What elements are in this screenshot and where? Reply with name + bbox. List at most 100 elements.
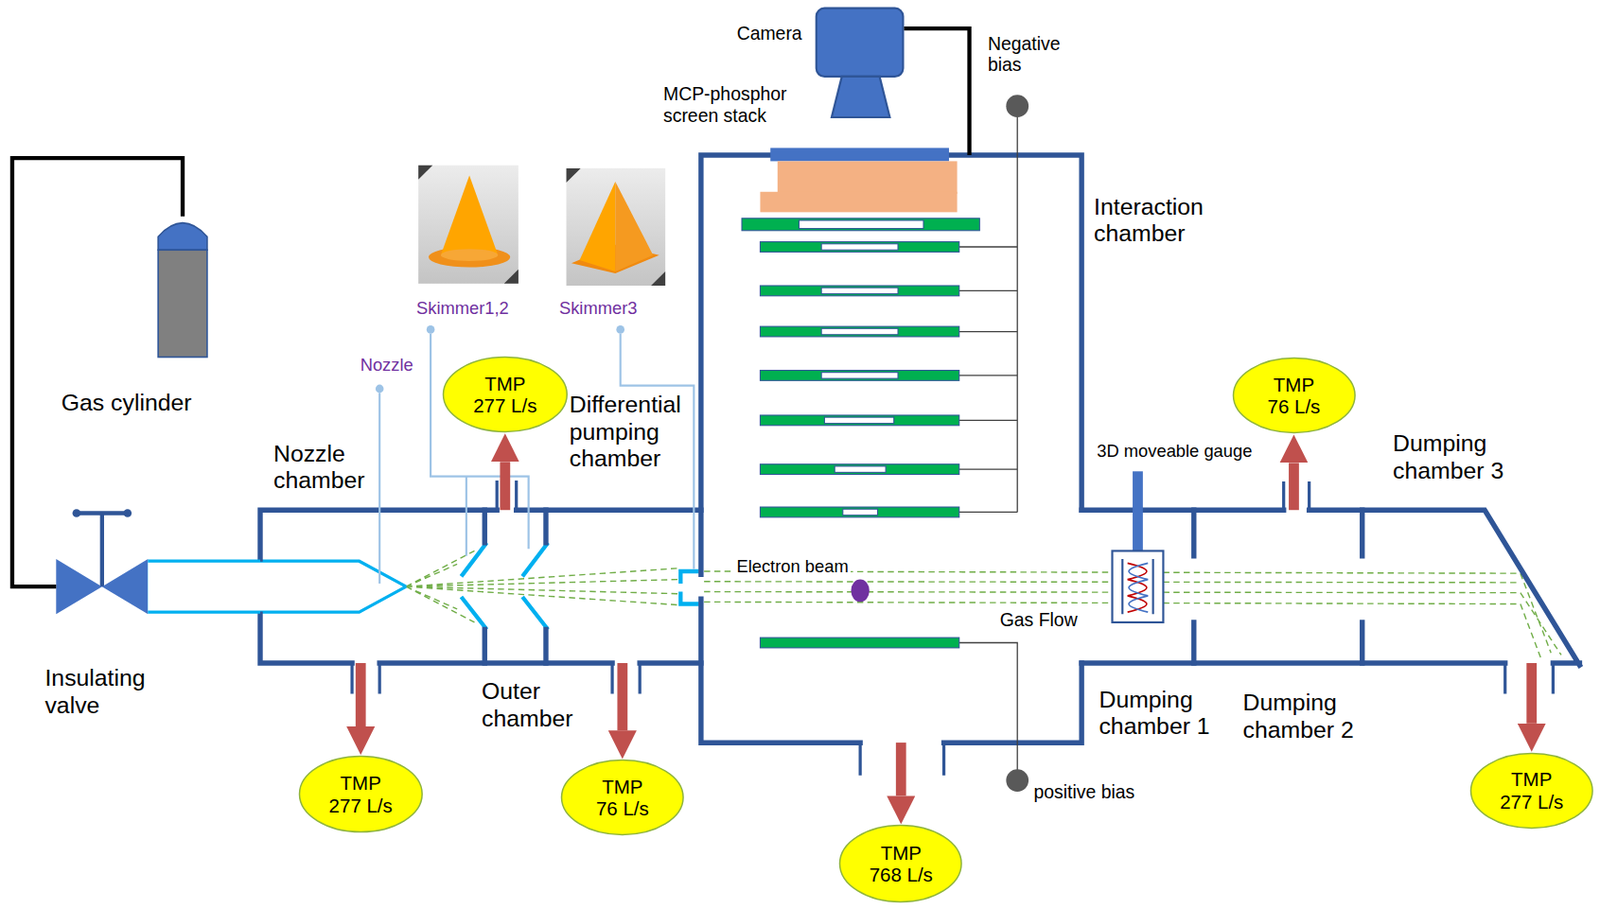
pump-arrow bbox=[1293, 462, 1295, 510]
part-label: Skimmer3 bbox=[559, 298, 638, 318]
part-label: Skimmer1,2 bbox=[416, 298, 510, 318]
skimmer-picture bbox=[428, 246, 510, 268]
camera-label: Camera bbox=[737, 22, 817, 44]
moveable-gauge: 3D moveable gauge bbox=[1111, 550, 1163, 622]
dumping-chamber: Dumping chamber 2 bbox=[1194, 509, 1363, 664]
electrode-plate bbox=[759, 326, 959, 337]
pump-arrow bbox=[900, 742, 902, 796]
pump-label: TMP 277 L/s bbox=[327, 772, 394, 817]
dumping-chamber: Dumping chamber 3 bbox=[1362, 509, 1581, 664]
electrode-plate bbox=[834, 466, 886, 473]
pump-arrow bbox=[504, 461, 506, 510]
nozzle-chamber-label: Nozzle chamber bbox=[273, 440, 387, 495]
pump-outline bbox=[298, 756, 422, 833]
pump-arrow bbox=[1288, 462, 1300, 510]
valve-symbol bbox=[76, 510, 128, 515]
bias-wire bbox=[959, 105, 1018, 512]
gauge-symbol bbox=[1128, 562, 1148, 613]
camera-symbol bbox=[816, 8, 904, 118]
camera-symbol bbox=[831, 76, 890, 118]
electrode-plate bbox=[741, 218, 980, 649]
pump-outline bbox=[1232, 358, 1355, 434]
gas-beam-lines bbox=[1520, 573, 1562, 659]
bias-terminal bbox=[1005, 94, 1029, 792]
electrode-plate bbox=[821, 328, 898, 335]
skimmer-picture bbox=[418, 165, 519, 284]
electrode-plate bbox=[759, 242, 959, 253]
camera-symbol bbox=[816, 8, 904, 77]
pump-outline bbox=[562, 760, 685, 836]
gauge-symbol bbox=[1112, 471, 1164, 623]
valve-symbol bbox=[123, 509, 132, 518]
gas-tube bbox=[147, 560, 261, 615]
leader-dot bbox=[615, 325, 625, 335]
cable-line bbox=[903, 28, 969, 156]
pump-port bbox=[351, 480, 640, 694]
pump-label: TMP 76 L/s bbox=[589, 775, 656, 821]
differential-chamber: Differential pumping chamber bbox=[484, 509, 546, 664]
beam-label: Electron beam bbox=[734, 556, 850, 577]
pump-ellipse: TMP 277 L/s bbox=[441, 355, 569, 434]
leader-dot bbox=[375, 325, 625, 393]
electrode-plate bbox=[759, 507, 959, 518]
pump-outline bbox=[838, 824, 964, 904]
valve-symbol bbox=[72, 509, 82, 518]
leader-dot bbox=[426, 325, 436, 335]
chamber-wall bbox=[1194, 509, 1363, 664]
bias-wire bbox=[959, 105, 1018, 781]
skimmer-picture bbox=[504, 269, 519, 284]
electrode-plate bbox=[759, 285, 959, 297]
chamber-wall bbox=[1081, 509, 1580, 666]
chamber-wall bbox=[260, 155, 1580, 743]
pump-arrow bbox=[621, 663, 623, 731]
skimmer-cone bbox=[460, 543, 699, 631]
terminal-label: Negative bias bbox=[987, 33, 1072, 76]
dumping-chamber-label: Dumping chamber 3 bbox=[1392, 430, 1515, 485]
dumping-chamber-label: Dumping chamber 1 bbox=[1098, 686, 1221, 741]
pump-arrow bbox=[616, 663, 628, 731]
electrode-plate bbox=[843, 509, 879, 515]
pump-outline bbox=[560, 758, 686, 837]
pump-port bbox=[860, 481, 1553, 776]
skimmer-cone bbox=[460, 543, 548, 631]
pump-ellipse: TMP 277 L/s bbox=[298, 755, 424, 834]
skimmer-picture bbox=[615, 181, 653, 272]
gas-cylinder-label: Gas cylinder bbox=[61, 389, 226, 418]
bias-wire bbox=[959, 642, 1018, 781]
dumping-chamber: Dumping chamber 13D moveable gauge bbox=[1081, 509, 1195, 664]
pump-ellipse: TMP 76 L/s bbox=[1231, 356, 1357, 435]
gauge-symbol bbox=[1122, 559, 1153, 615]
pump-label: TMP 277 L/s bbox=[1498, 768, 1565, 813]
gas-cylinder-symbol bbox=[158, 223, 208, 358]
pump-arrow bbox=[499, 461, 510, 510]
gas-cylinder-symbol bbox=[158, 249, 208, 357]
differential-chamber-label: Differential pumping chamber bbox=[569, 391, 690, 474]
leader-line bbox=[430, 334, 529, 557]
pump-outline bbox=[298, 755, 424, 834]
electrode-plate bbox=[741, 218, 980, 231]
terminal-label: positive bias bbox=[1033, 781, 1135, 803]
pump-label: TMP 277 L/s bbox=[472, 372, 539, 418]
mcp-phosphor-stack bbox=[759, 147, 957, 212]
cable-line bbox=[12, 158, 183, 587]
chamber-wall bbox=[260, 509, 702, 664]
electrode-plate bbox=[821, 244, 898, 250]
bias-terminal bbox=[1005, 94, 1029, 118]
pump-arrow bbox=[355, 663, 367, 727]
pump-arrow bbox=[360, 663, 362, 727]
valve-symbol bbox=[100, 513, 105, 588]
skimmer-picture bbox=[440, 175, 498, 256]
pump-arrow bbox=[896, 742, 907, 796]
gauge-symbol bbox=[1127, 562, 1147, 613]
gauge-symbol bbox=[1112, 550, 1164, 622]
mcp-phosphor-stack bbox=[777, 160, 958, 194]
leader-dot bbox=[375, 385, 385, 394]
moveable-gauge-label: 3D moveable gauge bbox=[1096, 440, 1276, 461]
electron-beam-dot bbox=[850, 580, 869, 603]
electrode-plate bbox=[759, 637, 959, 649]
mcp-phosphor-stack bbox=[770, 147, 950, 161]
electrode-plate bbox=[759, 415, 959, 426]
insulating-valve: Insulating valve bbox=[55, 556, 148, 618]
